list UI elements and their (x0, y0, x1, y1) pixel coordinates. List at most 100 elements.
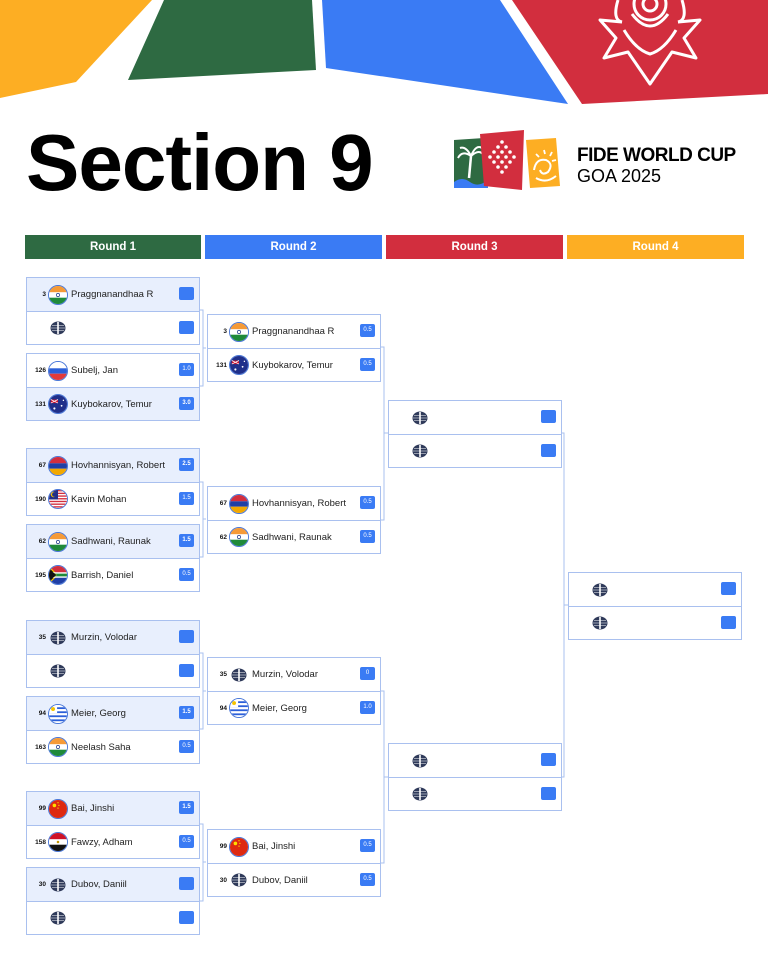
player-name: Kavin Mohan (71, 493, 127, 505)
player-slot[interactable] (569, 573, 741, 606)
south-africa-flag-icon (48, 565, 68, 585)
player-slot[interactable]: 99 Bai, Jinshi 1.5 (27, 792, 199, 825)
player-name: Hovhannisyan, Robert (71, 460, 165, 471)
round-1-match[interactable]: 3 Praggnanandhaa R (26, 277, 200, 345)
player-slot[interactable]: 67 Hovhannisyan, Robert 0.5 (208, 487, 380, 520)
player-slot[interactable]: 3 Praggnanandhaa R 0.5 (208, 315, 380, 348)
seed: 62 (38, 538, 46, 545)
player-name: Dubov, Daniil (252, 874, 308, 886)
seed: 3 (42, 291, 46, 298)
round-1-match[interactable]: 67 Hovhannisyan, Robert 2.5 190 Kavin Mo… (26, 448, 200, 516)
uruguay-flag-icon (48, 703, 68, 724)
goa-logo-mark-icon (454, 130, 560, 190)
score-badge: 1.0 (360, 701, 375, 714)
round-1-match[interactable]: 126 Subelj, Jan 1.0 131 Kuybokarov, Temu… (26, 353, 200, 421)
score-badge (179, 630, 194, 643)
round-4-match[interactable] (568, 572, 742, 640)
india-flag-icon (48, 284, 68, 305)
round-2-match[interactable]: 67 Hovhannisyan, Robert 0.5 62 Sadhwani,… (207, 486, 381, 554)
score-badge: 0.5 (360, 873, 375, 886)
round-1-match[interactable]: 30 Dubov, Daniil (26, 867, 200, 935)
player-slot[interactable] (569, 606, 741, 639)
fide-logo-icon (48, 661, 68, 681)
fide-logo-icon (410, 441, 430, 461)
player-slot[interactable]: 163 Neelash Saha 0.5 (27, 730, 199, 763)
player-slot[interactable]: 35 Murzin, Volodar (27, 621, 199, 654)
seed: 94 (38, 710, 46, 717)
player-slot[interactable] (389, 401, 561, 434)
seed: 163 (35, 743, 46, 751)
player-name: Murzin, Volodar (252, 669, 319, 680)
round-2-header: Round 2 (205, 235, 382, 259)
australia-flag-icon (229, 355, 249, 375)
score-badge (179, 877, 194, 890)
round-2-match[interactable]: 35 Murzin, Volodar 0 94 Meier, Georg 1.0 (207, 657, 381, 725)
fide-logo-icon (229, 870, 249, 890)
score-badge: 0.5 (360, 324, 375, 337)
player-slot[interactable]: 30 Dubov, Daniil (27, 868, 199, 901)
player-slot[interactable] (389, 434, 561, 467)
player-slot[interactable]: 131 Kuybokarov, Temur 3.0 (27, 387, 199, 420)
player-slot[interactable]: 30 Dubov, Daniil 0.5 (208, 863, 380, 896)
round-1-match[interactable]: 35 Murzin, Volodar (26, 620, 200, 688)
player-slot[interactable]: 94 Meier, Georg 1.5 (27, 697, 199, 730)
round-2-match[interactable]: 3 Praggnanandhaa R 0.5 131 Kuybokarov, T… (207, 314, 381, 382)
fide-logo-icon (48, 628, 68, 648)
seed: 190 (35, 495, 46, 503)
player-slot[interactable]: 158 Fawzy, Adham 0.5 (27, 825, 199, 858)
player-name: Bai, Jinshi (71, 803, 115, 814)
logo-subtitle: GOA 2025 (577, 166, 662, 186)
player-name: Neelash Saha (71, 741, 131, 753)
score-badge: 1.5 (179, 706, 194, 719)
score-badge: 1.5 (179, 801, 194, 814)
score-badge: 0.5 (360, 839, 375, 852)
round-1-match[interactable]: 99 Bai, Jinshi 1.5 158 Fawzy, Adham 0.5 (26, 791, 200, 859)
player-slot[interactable] (389, 777, 561, 810)
player-slot[interactable]: 94 Meier, Georg 1.0 (208, 691, 380, 724)
fide-logo-icon (48, 875, 68, 895)
player-slot[interactable]: 131 Kuybokarov, Temur 0.5 (208, 348, 380, 381)
score-badge (179, 287, 194, 300)
score-badge: 0.5 (360, 358, 375, 371)
player-slot[interactable]: 35 Murzin, Volodar 0 (208, 658, 380, 691)
player-slot[interactable] (27, 901, 199, 934)
score-badge (541, 410, 556, 423)
player-slot[interactable]: 62 Sadhwani, Raunak 0.5 (208, 520, 380, 553)
score-badge: 1.0 (179, 363, 194, 376)
armenia-flag-icon (48, 455, 68, 476)
player-slot[interactable]: 126 Subelj, Jan 1.0 (27, 354, 199, 387)
round-3-match[interactable] (388, 400, 562, 468)
score-badge (179, 911, 194, 924)
player-slot[interactable]: 67 Hovhannisyan, Robert 2.5 (27, 449, 199, 482)
player-slot[interactable]: 62 Sadhwani, Raunak 1.5 (27, 525, 199, 558)
player-slot[interactable] (389, 744, 561, 777)
fide-world-cup-logo: FIDE WORLD CUP GOA 2025 (450, 126, 750, 192)
egypt-flag-icon (48, 832, 68, 852)
score-badge: 0.5 (179, 568, 194, 581)
player-slot[interactable]: 195 Barrish, Daniel 0.5 (27, 558, 199, 591)
player-slot[interactable]: 99 Bai, Jinshi 0.5 (208, 830, 380, 863)
round-1-header: Round 1 (25, 235, 201, 259)
round-1-match[interactable]: 94 Meier, Georg 1.5 163 Neelash Saha 0.5 (26, 696, 200, 764)
player-slot[interactable]: 3 Praggnanandhaa R (27, 278, 199, 311)
score-badge (721, 582, 736, 595)
fide-logo-icon (410, 751, 430, 771)
player-slot[interactable] (27, 311, 199, 344)
armenia-flag-icon (229, 493, 249, 514)
seed: 30 (219, 876, 227, 884)
player-name: Kuybokarov, Temur (252, 359, 333, 371)
round-3-header: Round 3 (386, 235, 563, 259)
seed: 99 (38, 805, 46, 812)
score-badge: 3.0 (179, 397, 194, 410)
player-slot[interactable] (27, 654, 199, 687)
page-title: Section 9 (26, 118, 374, 207)
fide-logo-icon (590, 580, 610, 600)
round-2-match[interactable]: 99 Bai, Jinshi 0.5 30 Dubov, Daniil 0.5 (207, 829, 381, 897)
player-slot[interactable]: 190 Kavin Mohan 1.5 (27, 482, 199, 515)
player-name: Hovhannisyan, Robert (252, 498, 346, 509)
round-1-match[interactable]: 62 Sadhwani, Raunak 1.5 195 Barrish, Dan… (26, 524, 200, 592)
round-3-match[interactable] (388, 743, 562, 811)
player-name: Kuybokarov, Temur (71, 398, 152, 410)
player-name: Praggnanandhaa R (71, 289, 154, 300)
china-flag-icon (229, 836, 249, 857)
